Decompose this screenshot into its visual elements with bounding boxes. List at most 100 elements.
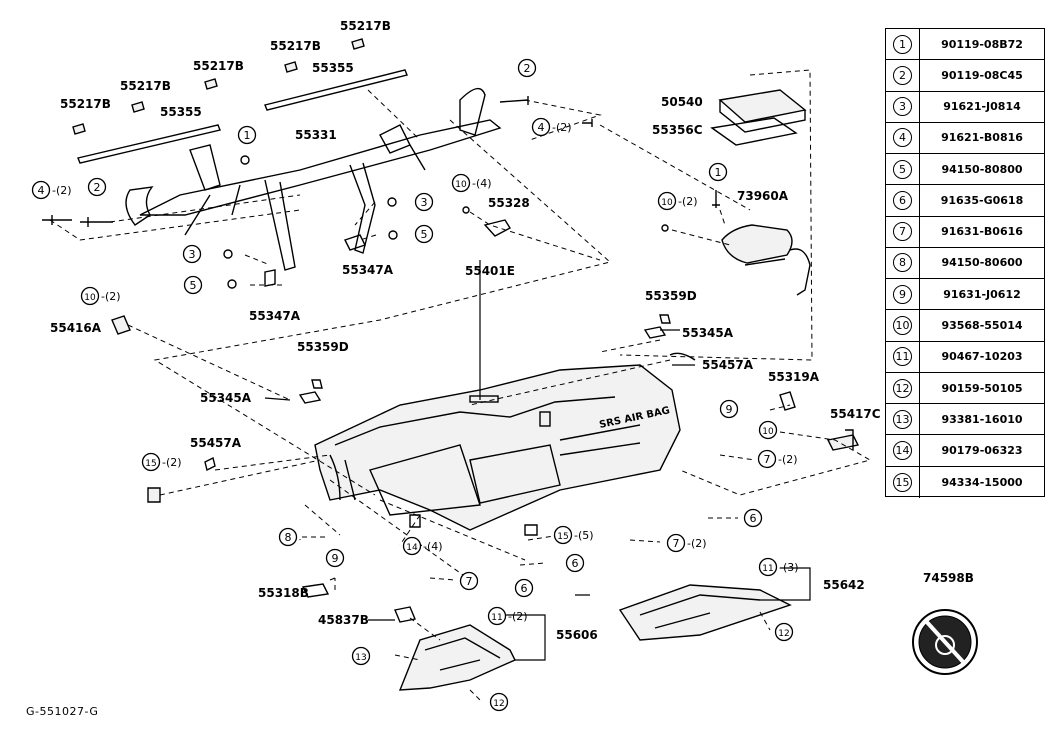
callout-quantity: -(5) <box>574 529 594 542</box>
airbag-warning-label-74598b[interactable] <box>912 609 978 675</box>
parts-table-index-number: 8 <box>893 253 912 273</box>
callout-number: 12 <box>493 699 504 709</box>
label-55359d-1: 55359D <box>645 289 697 303</box>
callout-2: 2 <box>87 177 107 197</box>
callout-circle <box>459 571 479 591</box>
callout-circle <box>80 286 100 306</box>
clip-icons <box>72 38 365 135</box>
label-55318b: 55318B <box>258 586 309 600</box>
callout-number: 4 <box>38 184 45 197</box>
strip-55355-left[interactable] <box>77 124 221 164</box>
callout-1: 1 <box>237 125 257 145</box>
airbag-module-73960a[interactable] <box>721 224 811 296</box>
parts-table-index-number: 12 <box>893 378 912 398</box>
callout-circle <box>517 58 537 78</box>
dash-reinforcement-55331[interactable] <box>125 87 502 271</box>
callout-number: 11 <box>762 564 773 574</box>
parts-table-part-number: 94334-15000 <box>941 475 1023 489</box>
parts-table-index: 15 <box>886 466 920 498</box>
callout-quantity: -(2) <box>162 456 182 469</box>
parts-table-index: 10 <box>886 310 920 341</box>
callout-6: 6 <box>743 508 763 528</box>
glove-box-55642[interactable] <box>618 584 792 641</box>
parts-table-part-number: 91621-J0814 <box>943 100 1021 114</box>
callout-quantity: -(4) <box>472 177 492 190</box>
callout-11: 11-(3) <box>758 557 799 577</box>
callout-number: 3 <box>189 248 196 261</box>
callout-number: 11 <box>491 613 502 623</box>
callout-9: 9 <box>325 548 345 568</box>
parts-table-index-number: 1 <box>893 34 912 54</box>
parts-table-index-number: 9 <box>893 284 912 304</box>
parts-table-part-number: 91635-G0618 <box>940 193 1024 207</box>
label-55355-2: 55355 <box>312 61 354 75</box>
callout-circle <box>414 192 434 212</box>
callout-number: 7 <box>466 575 473 588</box>
cover-seal-55356c[interactable] <box>710 117 798 146</box>
parts-table-row: 3 91621-J0814 <box>886 91 1044 123</box>
parts-table-index-number: 6 <box>893 190 912 210</box>
label-55359d-2: 55359D <box>297 340 349 354</box>
label-55606: 55606 <box>556 628 598 642</box>
callout-number: 5 <box>190 279 197 292</box>
parts-table-index-number: 5 <box>893 159 912 179</box>
callout-circle <box>708 162 728 182</box>
parts-table-index: 2 <box>886 60 920 91</box>
callout-circle <box>351 646 371 666</box>
instrument-panel-55401e[interactable] <box>314 364 681 531</box>
callout-7: 7-(2) <box>757 449 798 469</box>
callout-circle <box>489 692 509 712</box>
callout-circle <box>719 399 739 419</box>
parts-table-row: 8 94150-80600 <box>886 247 1044 280</box>
parts-table-part-number: 90119-08C45 <box>941 68 1023 82</box>
callout-circle <box>565 553 585 573</box>
label-55642: 55642 <box>823 578 865 592</box>
callout-10: 10 <box>758 420 778 440</box>
callout-9: 9 <box>719 399 739 419</box>
parts-table-row: 5 94150-80800 <box>886 154 1044 186</box>
callout-number: 15 <box>145 459 156 469</box>
callout-7: 7 -(2) <box>666 533 707 553</box>
parts-table-index-number: 3 <box>893 97 912 117</box>
callout-3: 3 <box>414 192 434 212</box>
callout-circle <box>553 525 573 545</box>
callout-circle <box>657 191 677 211</box>
parts-table-row: 6 91635-G0618 <box>886 185 1044 217</box>
callout-number: 6 <box>521 582 528 595</box>
label-73960a: 73960A <box>737 189 789 203</box>
callout-circle <box>531 117 551 137</box>
callout-11: 11-(2) <box>487 606 528 626</box>
callout-number: 7 <box>673 537 680 550</box>
callout-2: 2 <box>517 58 537 78</box>
callout-quantity: -(2) <box>687 537 707 550</box>
parts-table-part-number: 94150-80800 <box>941 162 1023 176</box>
glove-box-55606[interactable] <box>398 624 516 691</box>
callout-markers: 124-(2)4-(2)2110-(4)353510-(2)10-(2)9107… <box>31 58 799 712</box>
callout-circle <box>87 177 107 197</box>
strip-55355-right[interactable] <box>264 69 408 111</box>
small-parts[interactable] <box>111 219 860 623</box>
label-55217b-2: 55217B <box>120 79 171 93</box>
callout-number: 10 <box>661 198 673 208</box>
callout-number: 6 <box>572 557 579 570</box>
callout-1: 1 <box>708 162 728 182</box>
callout-number: 15 <box>557 532 568 542</box>
airbag-cover-50540[interactable] <box>718 89 807 133</box>
parts-table-index-number: 13 <box>893 409 912 429</box>
callout-10: 10-(2) <box>657 191 698 211</box>
callout-7: 7 <box>459 571 479 591</box>
callout-number: 1 <box>715 166 722 179</box>
parts-table-part-number: 91621-B0816 <box>941 131 1023 145</box>
callout-number: 10 <box>762 427 774 437</box>
callout-circle <box>325 548 345 568</box>
callout-10: 10-(2) <box>80 286 121 306</box>
parts-table-row: 2 90119-08C45 <box>886 60 1044 92</box>
label-55319a: 55319A <box>768 370 820 384</box>
callout-circle <box>758 420 778 440</box>
parts-table-part-number: 94150-80600 <box>941 256 1023 270</box>
label-55331: 55331 <box>295 128 337 142</box>
